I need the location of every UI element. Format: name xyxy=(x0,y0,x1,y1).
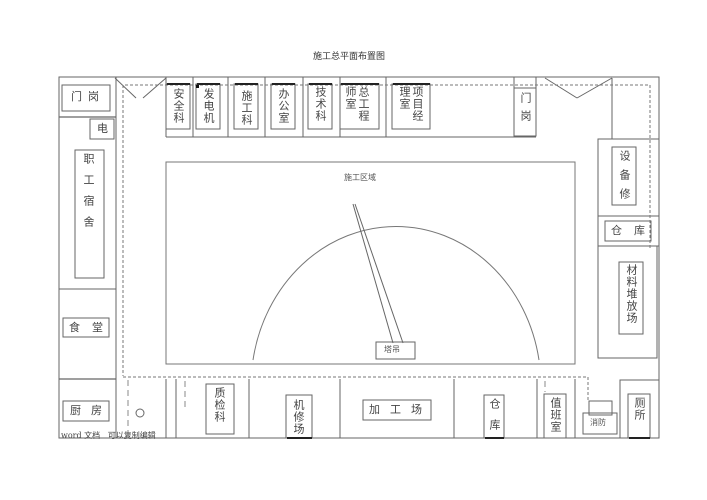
label-construction: 施工科 xyxy=(240,90,253,126)
duty-box xyxy=(543,393,567,439)
label-fire: 消防 xyxy=(590,418,606,427)
label-safety: 安全科 xyxy=(172,88,185,124)
gate-right-box xyxy=(513,87,537,137)
construction-area xyxy=(165,161,576,365)
label-machine-repair: 机修场 xyxy=(292,399,305,435)
label-material-yard: 材料堆放场 xyxy=(625,264,638,324)
material-yard-block xyxy=(597,245,658,359)
label-quality: 质检科 xyxy=(213,387,226,423)
site-boundary xyxy=(58,76,660,439)
label-processing: 加工场 xyxy=(369,403,432,416)
well-circle xyxy=(135,408,145,418)
label-warehouse-right: 仓库 xyxy=(611,224,657,237)
label-electric: 电 xyxy=(97,122,108,135)
quality-box xyxy=(205,383,235,435)
warehouse-right-box xyxy=(604,220,652,242)
footer-note: word 文档 可以复制编辑 xyxy=(61,431,156,440)
label-gate-right: 门岗 xyxy=(519,92,532,128)
canteen-box xyxy=(62,317,110,338)
page-title: 施工总平面布置图 xyxy=(313,52,386,62)
label-warehouse-bottom: 仓库 xyxy=(488,398,501,440)
fire-box xyxy=(582,412,618,435)
gate-left-box xyxy=(61,84,111,112)
label-gate-left: 门岗 xyxy=(71,90,105,103)
electric-box xyxy=(89,118,115,140)
label-office: 办公室 xyxy=(277,88,290,124)
equipment-box xyxy=(611,146,637,206)
kitchen-box xyxy=(62,400,110,422)
label-tech: 技术科 xyxy=(314,86,327,122)
label-toilet: 厕所 xyxy=(633,397,646,421)
label-generator: 发电机 xyxy=(202,88,215,124)
fire-box-top xyxy=(588,400,613,416)
crane-radius-arc xyxy=(252,226,540,361)
crane-box xyxy=(375,341,416,360)
label-pm-office: 项目经理室 xyxy=(398,86,424,122)
label-dorm: 职工宿舍 xyxy=(82,153,95,237)
label-kitchen: 厨房 xyxy=(70,404,112,417)
label-construction-area: 施工区域 xyxy=(344,173,376,182)
processing-box xyxy=(362,399,432,421)
label-canteen: 食堂 xyxy=(69,321,115,334)
label-crane: 塔吊 xyxy=(384,345,400,354)
label-chief-engineer: 总工程师室 xyxy=(344,86,370,122)
dorm-box xyxy=(74,149,105,279)
label-duty-room: 值班室 xyxy=(549,397,562,433)
label-equipment-repair: 设备修 xyxy=(618,150,631,207)
material-yard-box xyxy=(618,261,644,335)
